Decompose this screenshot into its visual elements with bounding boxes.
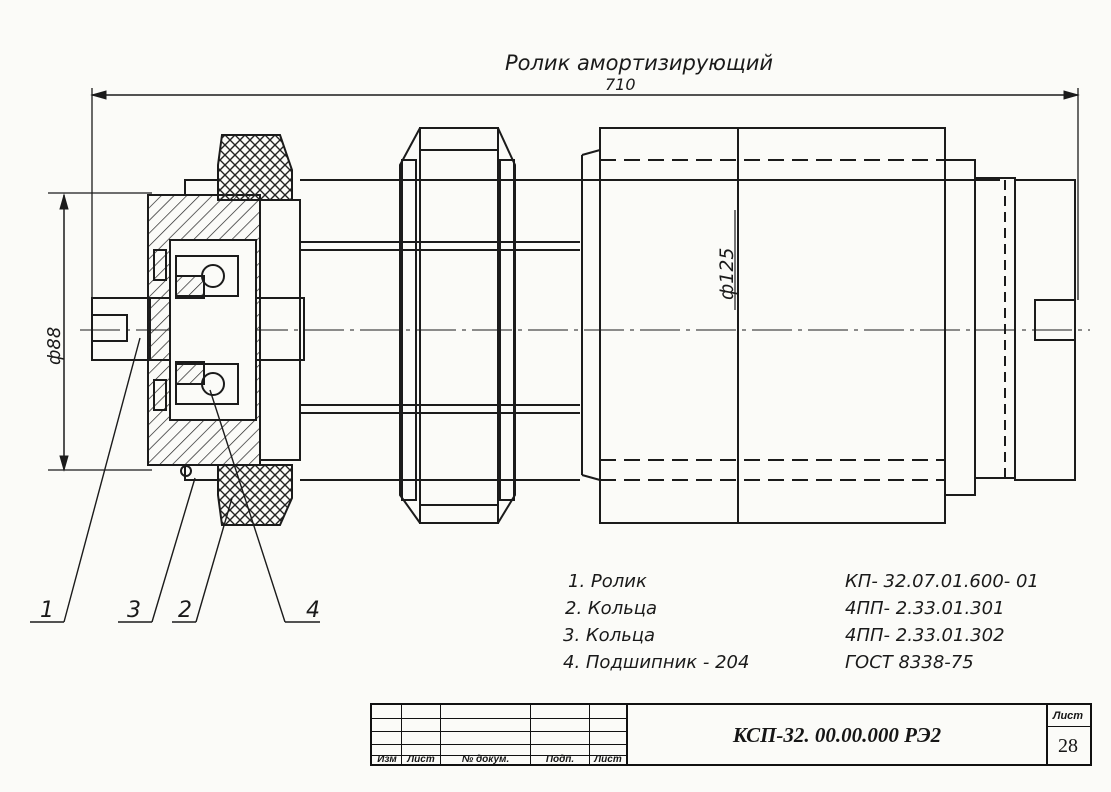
sheet-label: Лист xyxy=(1046,705,1090,727)
part-name: 1. Ролик xyxy=(568,571,647,592)
part-name: 3. Кольца xyxy=(563,625,655,646)
callout-4: 4 xyxy=(306,598,320,623)
part-designation: ГОСТ 8338-75 xyxy=(845,652,974,673)
part-name: 4. Подшипник - 204 xyxy=(563,652,749,673)
part-designation: 4ПП- 2.33.01.301 xyxy=(845,598,1005,619)
part-name: 2. Кольца xyxy=(565,598,657,619)
drawing-linework xyxy=(30,88,1090,623)
roller-diameter-label: ф125 xyxy=(716,247,738,300)
callout-1: 1 xyxy=(40,598,54,623)
header-change: Изм xyxy=(377,754,397,765)
title-block: Изм Лист № докум. Подп. Лист КСП-32. 00.… xyxy=(370,703,1092,766)
header-sheet: Лист xyxy=(407,754,435,765)
document-code: КСП-32. 00.00.000 РЭ2 xyxy=(628,705,1048,766)
part-designation: 4ПП- 2.33.01.302 xyxy=(845,625,1005,646)
parts-list: 1. Ролик КП- 32.07.01.600- 01 2. Кольца … xyxy=(563,571,1039,673)
header-signature: Подп. xyxy=(545,754,575,765)
sheet-number: 28 xyxy=(1058,735,1078,757)
callout-2: 2 xyxy=(178,598,192,623)
part-designation: КП- 32.07.01.600- 01 xyxy=(845,571,1039,592)
hub-diameter-label: ф88 xyxy=(44,327,65,365)
revision-grid: Изм Лист № докум. Подп. Лист xyxy=(372,705,628,766)
header-date: Лист xyxy=(594,754,622,765)
drawing-title: Ролик амортизирующий xyxy=(505,51,773,75)
overall-dimension-label: 710 xyxy=(605,75,636,94)
callout-3: 3 xyxy=(127,598,141,623)
header-doc-number: № докум. xyxy=(461,754,510,765)
